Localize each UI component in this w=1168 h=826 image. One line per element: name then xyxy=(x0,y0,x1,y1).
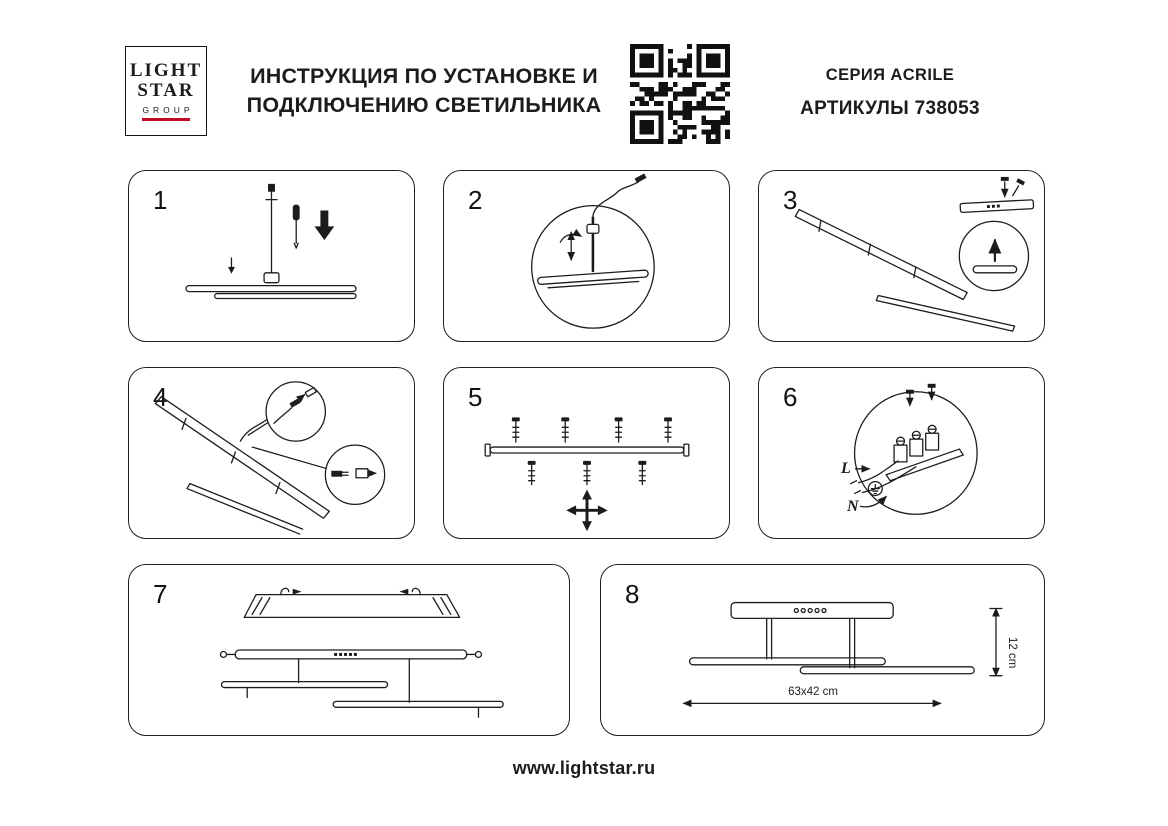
step-number: 2 xyxy=(468,185,483,215)
step-2-illustration xyxy=(531,173,655,329)
website-text: www.lightstar.ru xyxy=(512,758,656,778)
page-title-line1: ИНСТРУКЦИЯ ПО УСТАНОВКЕ И xyxy=(250,64,598,88)
qr-code-icon xyxy=(630,44,730,144)
step-number: 8 xyxy=(625,579,640,609)
step-number: 6 xyxy=(783,382,798,412)
logo-word-light: LIGHT xyxy=(129,60,203,82)
step-3-illustration xyxy=(794,176,1035,332)
step-number: 1 xyxy=(153,185,168,215)
series-block: СЕРИЯ ACRILE АРТИКУЛЫ 738053 xyxy=(770,66,1010,120)
step-number: 3 xyxy=(783,185,798,215)
step-number: 4 xyxy=(153,382,168,412)
step-4-illustration xyxy=(154,381,386,535)
lightstar-logo: LIGHT STAR GROUP xyxy=(125,46,207,136)
logo-word-group: GROUP xyxy=(142,105,194,116)
step-number: 5 xyxy=(468,382,483,412)
page-title-line2: ПОДКЛЮЧЕНИЮ СВЕТИЛЬНИКА xyxy=(246,92,602,117)
step-5-illustration xyxy=(484,417,690,532)
step-panel-4: 4 xyxy=(128,367,415,539)
logo-red-rule xyxy=(142,118,190,121)
step-panel-6: 6 L N xyxy=(758,367,1045,539)
step-8-illustration xyxy=(682,601,1003,708)
step-7-illustration xyxy=(219,587,504,718)
footprint-dimension-label: 63x42 cm xyxy=(788,686,838,698)
step-panel-7: 7 xyxy=(128,564,570,736)
height-dimension-label: 12 cm xyxy=(1006,637,1018,669)
step-1-illustration xyxy=(185,183,357,300)
neutral-wire-label: N xyxy=(847,498,859,515)
step-panel-8: 8 63x42 cm 12 cm xyxy=(600,564,1045,736)
articles-label: АРТИКУЛЫ 738053 xyxy=(800,98,980,119)
series-label: СЕРИЯ ACRILE xyxy=(825,66,955,84)
step-panel-1: 1 xyxy=(128,170,415,342)
step-panel-2: 2 xyxy=(443,170,730,342)
page-title: ИНСТРУКЦИЯ ПО УСТАНОВКЕ И ПОДКЛЮЧЕНИЮ СВ… xyxy=(212,62,636,120)
logo-word-star: STAR xyxy=(137,80,195,102)
line-wire-label: L xyxy=(841,460,851,477)
step-number: 7 xyxy=(153,579,168,609)
step-panel-5: 5 xyxy=(443,367,730,539)
step-panel-3: 3 xyxy=(758,170,1045,342)
step-6-illustration xyxy=(849,383,978,515)
